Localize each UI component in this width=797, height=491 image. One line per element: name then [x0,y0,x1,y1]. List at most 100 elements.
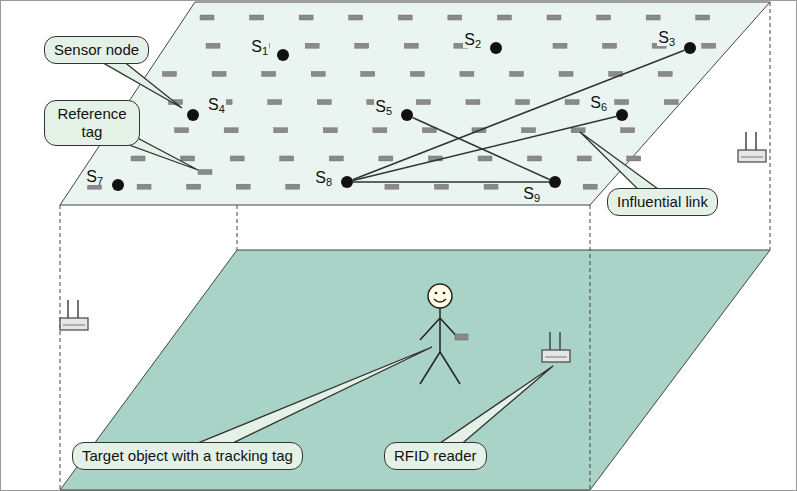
callout-box: RFID reader [384,442,487,470]
rfid-reader-symbol [60,300,88,330]
reference-tag [187,184,201,189]
reference-tag [379,156,393,161]
callout-label: RFID reader [394,447,477,465]
reference-tag [361,71,375,76]
reference-tag [422,128,436,133]
reference-tag [416,100,430,105]
reference-tag [553,43,567,48]
sensor-label: S2 [463,32,482,48]
sensor-label: S9 [522,186,541,202]
reference-tag [286,184,300,189]
reference-tag [646,15,660,20]
sensor-node: S5 [401,109,413,121]
reference-tag [224,128,238,133]
reference-tag [198,170,212,175]
reference-tag [305,43,319,48]
reference-tag [509,71,523,76]
callout-label: Influential link [617,193,708,211]
sensor-label: S8 [314,170,333,186]
reference-tag [547,15,561,20]
reference-tag [627,156,641,161]
stick-figure [420,284,460,384]
reference-tag [658,71,672,76]
callout-label: Target object with a tracking tag [82,447,293,465]
reference-tag [274,128,288,133]
reference-tag [206,43,220,48]
sensor-node: S9 [549,176,561,188]
reference-tag [355,43,369,48]
reference-tag [577,156,591,161]
reference-tag [162,71,176,76]
callout-box: Reference tag [44,100,140,146]
sensor-label: S1 [250,39,269,55]
reference-tag [311,71,325,76]
ceiling [60,2,770,205]
reference-tag [583,184,597,189]
reference-tag [597,15,611,20]
sensor-node: S1 [277,49,289,61]
reference-tag [317,100,331,105]
reference-tag [131,156,145,161]
reference-tag [200,15,214,20]
sensor-label: S3 [657,30,676,46]
reference-tag [236,184,250,189]
reference-tag [385,184,399,189]
reference-tag [175,128,189,133]
reference-tag [212,71,226,76]
callout-tails [89,43,668,463]
reference-tag [181,156,195,161]
sensor-label: S4 [207,97,226,113]
rfid-reader-symbol [738,132,766,162]
sensor-node: S8 [341,176,353,188]
reference-tag [497,15,511,20]
reference-tag [664,100,678,105]
sensor-node: S6 [616,109,628,121]
reference-tag [448,15,462,20]
reference-tag [696,15,710,20]
influential-link [353,116,616,180]
reference-tag [615,100,629,105]
reference-tag [460,71,474,76]
sensor-label: S5 [374,99,393,115]
callout-box: Target object with a tracking tag [72,442,303,470]
influential-link [412,117,549,179]
reference-tag [137,184,151,189]
reference-tag [373,128,387,133]
influential-link [353,50,685,180]
floor [60,250,770,490]
reference-tag [349,15,363,20]
reference-tag [522,128,536,133]
reference-tag [410,71,424,76]
reference-tag [230,156,244,161]
reference-tag [621,128,635,133]
reference-tag [329,156,343,161]
reference-tag [559,71,573,76]
reference-tag [404,43,418,48]
callout-box: Influential link [607,188,718,216]
reference-tag [323,128,337,133]
reference-tag [484,184,498,189]
reference-tag [280,156,294,161]
influential-link [353,181,549,183]
reference-tag [516,100,530,105]
sensor-label: S7 [85,169,104,185]
reference-tag [478,156,492,161]
reference-tag [250,15,264,20]
reference-tag [299,15,313,20]
reference-tag [434,184,448,189]
sensor-node: S3 [684,42,696,54]
wall-edges [60,2,770,490]
sensor-node: S2 [490,42,502,54]
reference-tag [528,156,542,161]
reference-tag [565,100,579,105]
reference-tag [571,128,585,133]
tracking-tag [455,334,468,340]
reference-tag [603,43,617,48]
reference-tag [702,43,716,48]
reference-tag [466,100,480,105]
sensor-node: S4 [187,109,199,121]
sensor-label: S6 [589,95,608,111]
